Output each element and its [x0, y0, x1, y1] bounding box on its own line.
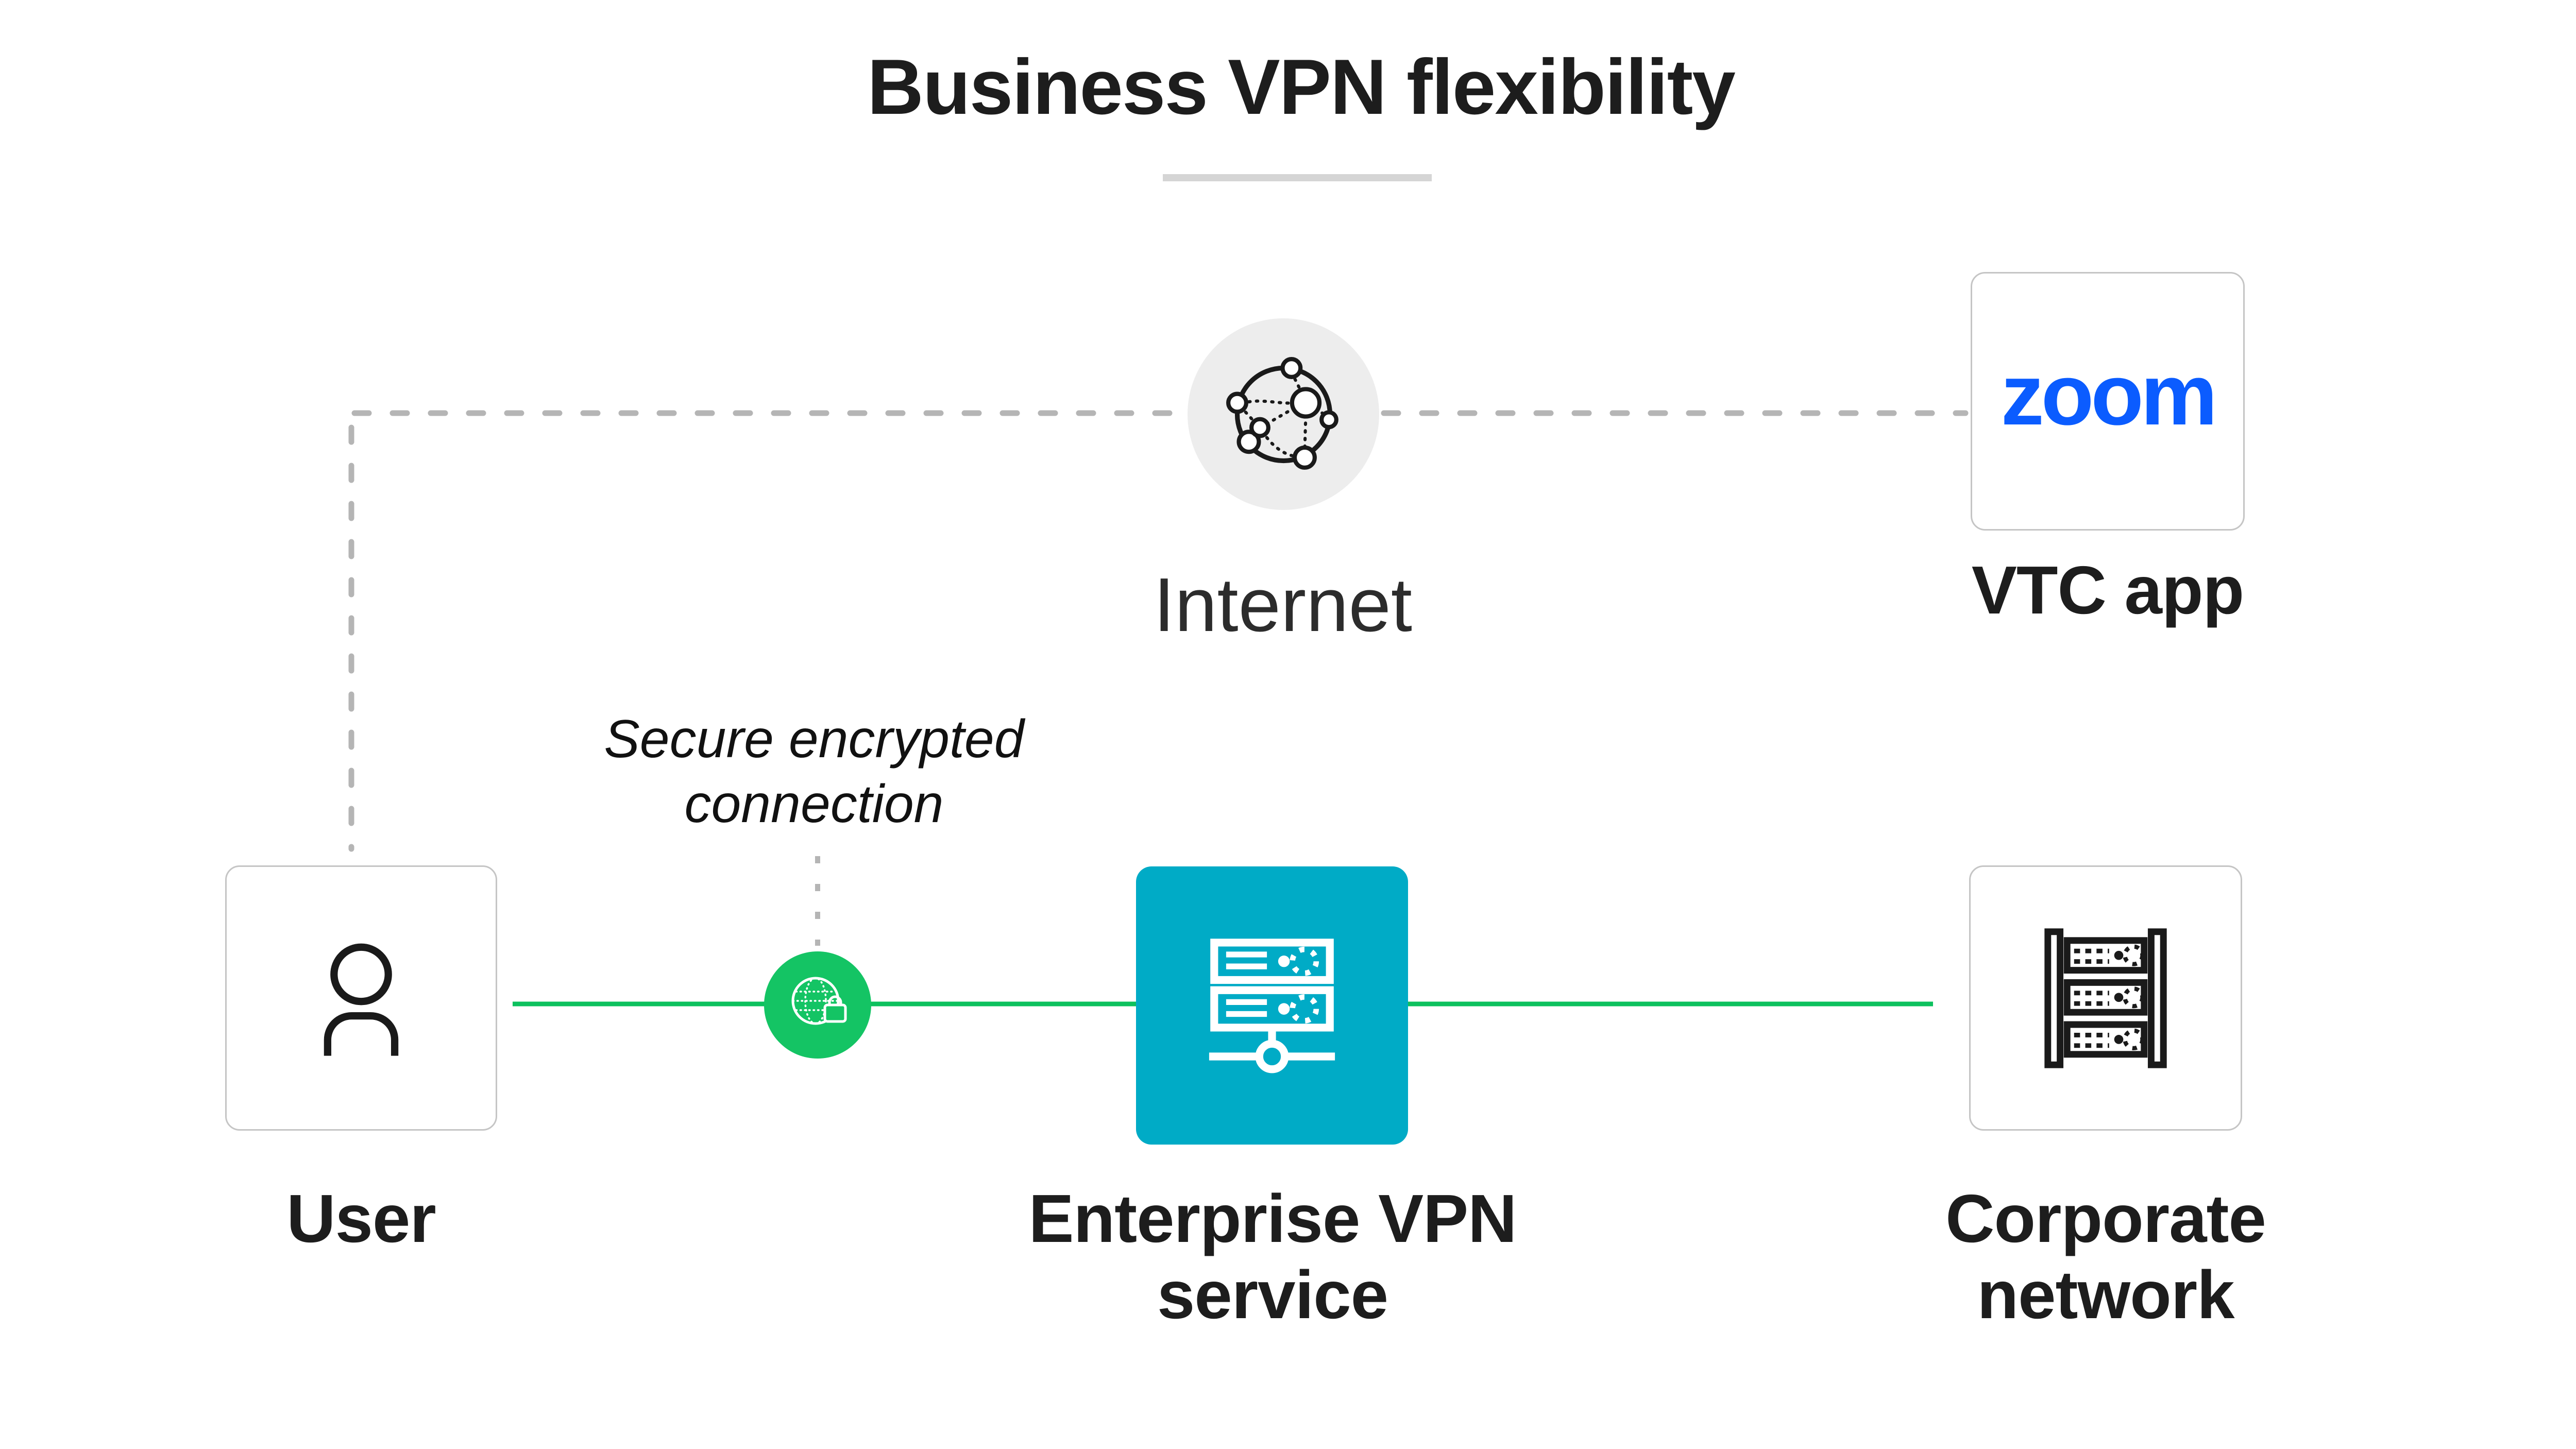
user-node [225, 865, 497, 1131]
person-icon [324, 943, 399, 1056]
secure-connection-badge [764, 951, 871, 1059]
user-label: User [286, 1181, 436, 1256]
internet-node [1188, 318, 1379, 510]
server-stack-icon [1209, 939, 1335, 1073]
vtc-app-node: zoom [1971, 272, 2245, 531]
corporate-network-node [1969, 865, 2242, 1131]
internet-label: Internet [1154, 562, 1412, 647]
network-globe-icon [1226, 356, 1338, 470]
enterprise-vpn-node [1136, 866, 1408, 1145]
page-title: Business VPN flexibility [867, 43, 1736, 131]
enterprise-vpn-label: Enterprise VPN service [1028, 1181, 1517, 1333]
globe-lock-icon [791, 977, 847, 1025]
vtc-app-label: VTC app [1971, 552, 2244, 628]
server-rack-icon [2044, 928, 2167, 1068]
corporate-network-label: Corporate network [1945, 1181, 2266, 1333]
zoom-logo: zoom [2001, 346, 2218, 443]
title-underline [1163, 174, 1432, 181]
secure-connection-label: Secure encrypted connection [604, 709, 1024, 834]
